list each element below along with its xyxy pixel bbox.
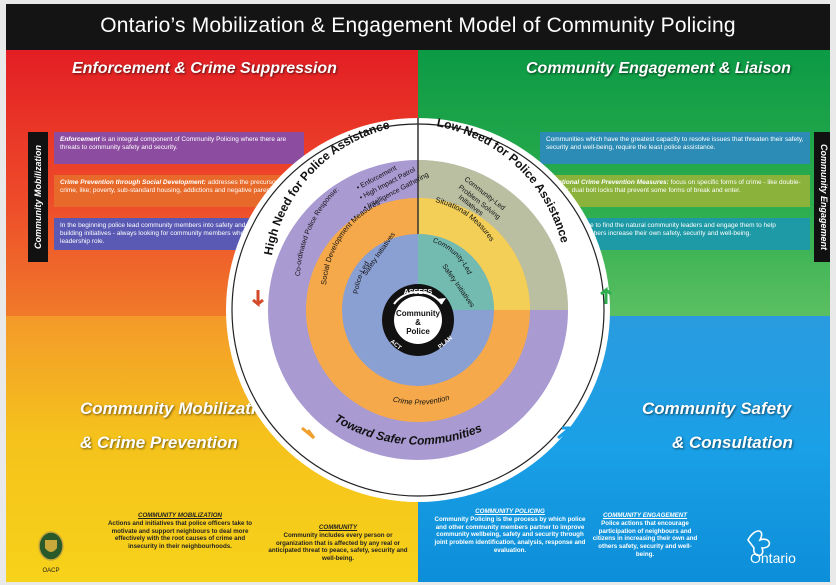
- sidebar-community-mobilization: Community Mobilization: [28, 132, 48, 262]
- footer-community-mobilization: COMMUNITY MOBILIZATION Actions and initi…: [107, 512, 253, 551]
- sidebar-community-engagement: Community Engagement: [814, 132, 830, 262]
- core-label-ampersand: &: [415, 318, 421, 327]
- oacp-crest-logo: OACP: [38, 531, 64, 574]
- core-inner: [394, 296, 442, 344]
- cycle-label-assess: ASSESS: [404, 289, 433, 296]
- band-capacity: Communities which have the greatest capa…: [540, 132, 810, 164]
- community-policing-diagram: High Need for Police Assistance Low Need…: [226, 115, 612, 502]
- arrow-down-icon: [252, 290, 264, 308]
- band-enforcement: Enforcement is an integral component of …: [54, 132, 304, 164]
- quadrant-title-mobilization-line2: & Crime Prevention: [80, 433, 238, 452]
- ontario-wordmark: Ontario: [750, 550, 796, 566]
- footer-community-engagement: COMMUNITY ENGAGEMENT Police actions that…: [592, 512, 698, 558]
- arrow-up-right-icon: [557, 426, 575, 440]
- quadrant-title-enforcement: Enforcement & Crime Suppression: [72, 60, 337, 77]
- quadrant-title-mobilization-line1: Community Mobilization: [80, 399, 277, 418]
- core-label-police: Police: [406, 327, 430, 336]
- arrow-right-icon: [301, 426, 316, 440]
- quadrant-title-engagement: Community Engagement & Liaison: [526, 60, 791, 77]
- page-title: Ontario’s Mobilization & Engagement Mode…: [6, 4, 830, 50]
- band-situational-prevention: Situational Crime Prevention Measures: f…: [540, 175, 810, 207]
- core-label-community: Community: [396, 309, 441, 318]
- footer-community: COMMUNITY Community includes every perso…: [268, 524, 408, 563]
- poster: Ontario’s Mobilization & Engagement Mode…: [6, 4, 830, 582]
- footer-community-policing: COMMUNITY POLICING Community Policing is…: [434, 508, 586, 554]
- cycle-arrowhead-icon: [436, 298, 446, 304]
- quadrant-title-safety-line1: Community Safety: [642, 399, 792, 418]
- arrow-up-icon: [600, 286, 612, 304]
- oacp-caption: OACP: [42, 568, 59, 574]
- quadrant-title-safety-line2: & Consultation: [672, 433, 793, 452]
- ontario-trillium-logo: [747, 530, 771, 557]
